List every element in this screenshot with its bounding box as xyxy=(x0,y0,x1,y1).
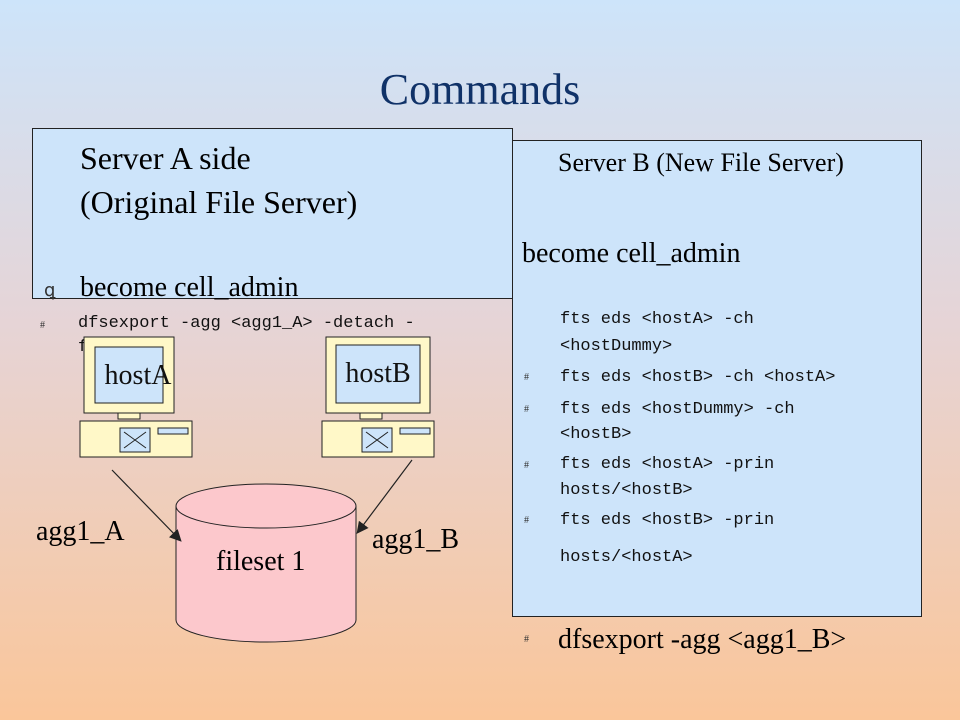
server-b-cmd3-line2: <hostB> xyxy=(560,425,632,444)
server-a-heading-line1: Server A side xyxy=(80,140,251,176)
server-b-cmd4-bullet: # xyxy=(524,460,529,471)
server-b-cmd2: fts eds <hostB> -ch <hostA> xyxy=(560,368,836,387)
server-b-cmd2-bullet: # xyxy=(524,372,529,383)
server-b-cmd4-line2: hosts/<hostB> xyxy=(560,481,693,500)
server-a-heading-line2: (Original File Server) xyxy=(80,184,358,220)
agg-a-label: agg1_A xyxy=(36,516,125,547)
server-a-panel xyxy=(32,128,513,299)
server-b-cmd4-line1: fts eds <hostA> -prin xyxy=(560,455,775,474)
arrow-host-b-to-fileset xyxy=(356,459,413,534)
slide-title: Commands xyxy=(379,65,581,114)
server-b-final-bullet: # xyxy=(524,634,529,645)
server-a-step2-line2: f xyxy=(78,338,89,357)
server-b-cmd5-line1: fts eds <hostB> -prin xyxy=(560,511,775,530)
server-b-step-become: become cell_admin xyxy=(522,238,741,269)
server-b-cmd3-line1: fts eds <hostDummy> -ch xyxy=(560,400,795,419)
server-a-step-become: become cell_admin xyxy=(80,272,299,303)
server-a-step2-bullet: # xyxy=(40,320,45,331)
server-b-cmd5-bullet: # xyxy=(524,515,529,526)
host-b-label: hostB xyxy=(345,358,411,389)
server-b-panel xyxy=(512,140,922,617)
server-a-step1-bullet: ꝗ xyxy=(44,280,56,301)
server-b-cmd1-line2: <hostDummy> xyxy=(560,337,673,356)
fileset-label: fileset 1 xyxy=(216,546,306,577)
host-b-computer xyxy=(321,336,435,458)
fileset-cylinder xyxy=(175,483,357,643)
server-b-final-cmd: dfsexport -agg <agg1_B> xyxy=(558,624,847,655)
server-a-step2-line1: dfsexport -agg <agg1_A> -detach - xyxy=(78,314,415,333)
server-b-heading: Server B (New File Server) xyxy=(558,148,844,177)
server-b-cmd1-line1: fts eds <hostA> -ch xyxy=(560,310,754,329)
agg-b-label: agg1_B xyxy=(372,524,460,555)
server-b-cmd5-line2: hosts/<hostA> xyxy=(560,548,693,567)
arrow-host-a-to-fileset xyxy=(111,469,182,542)
server-b-cmd3-bullet: # xyxy=(524,404,529,415)
host-a-computer xyxy=(79,336,193,458)
host-a-label: hostA xyxy=(104,360,172,391)
